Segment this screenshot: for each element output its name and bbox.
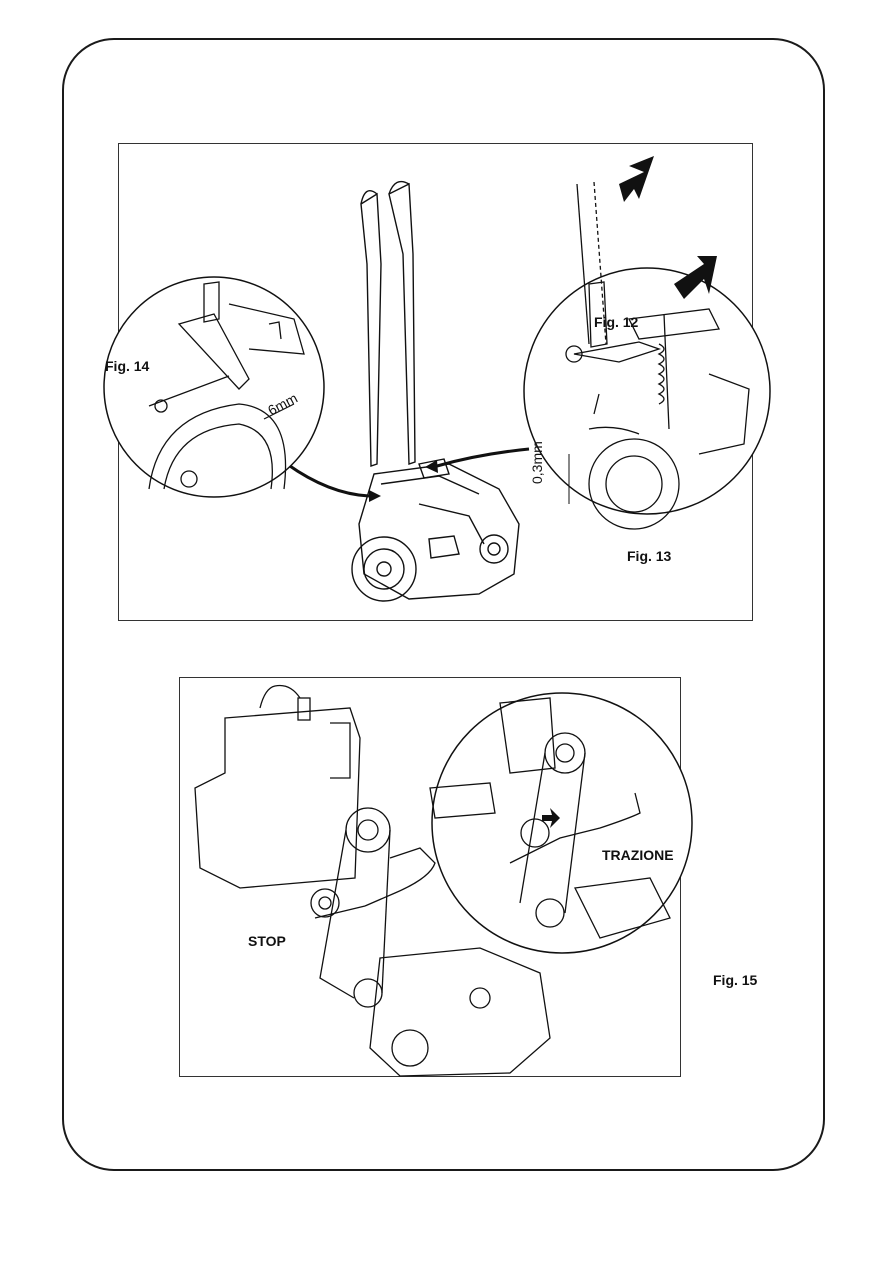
figure-label-fig14: Fig. 14	[105, 358, 149, 374]
figure-label-fig12: Fig. 12	[594, 314, 638, 330]
callout-stop: STOP	[248, 933, 286, 949]
callout-trazione: TRAZIONE	[602, 847, 674, 863]
detail-circle-fig15	[430, 693, 692, 953]
figure-label-fig15: Fig. 15	[713, 972, 757, 988]
dimension-03mm: 0,3mm	[529, 441, 545, 484]
figure-label-fig13: Fig. 13	[627, 548, 671, 564]
figure-panel-12-14: Fig. 12 Fig. 14 Fig. 13 6mm 0,3mm	[118, 143, 753, 621]
detail-circle-fig14	[104, 277, 324, 497]
figure-panel-15: TRAZIONE STOP	[179, 677, 681, 1077]
detail-circle-fig13	[524, 268, 770, 529]
belt-drive-illustration	[180, 678, 682, 1078]
